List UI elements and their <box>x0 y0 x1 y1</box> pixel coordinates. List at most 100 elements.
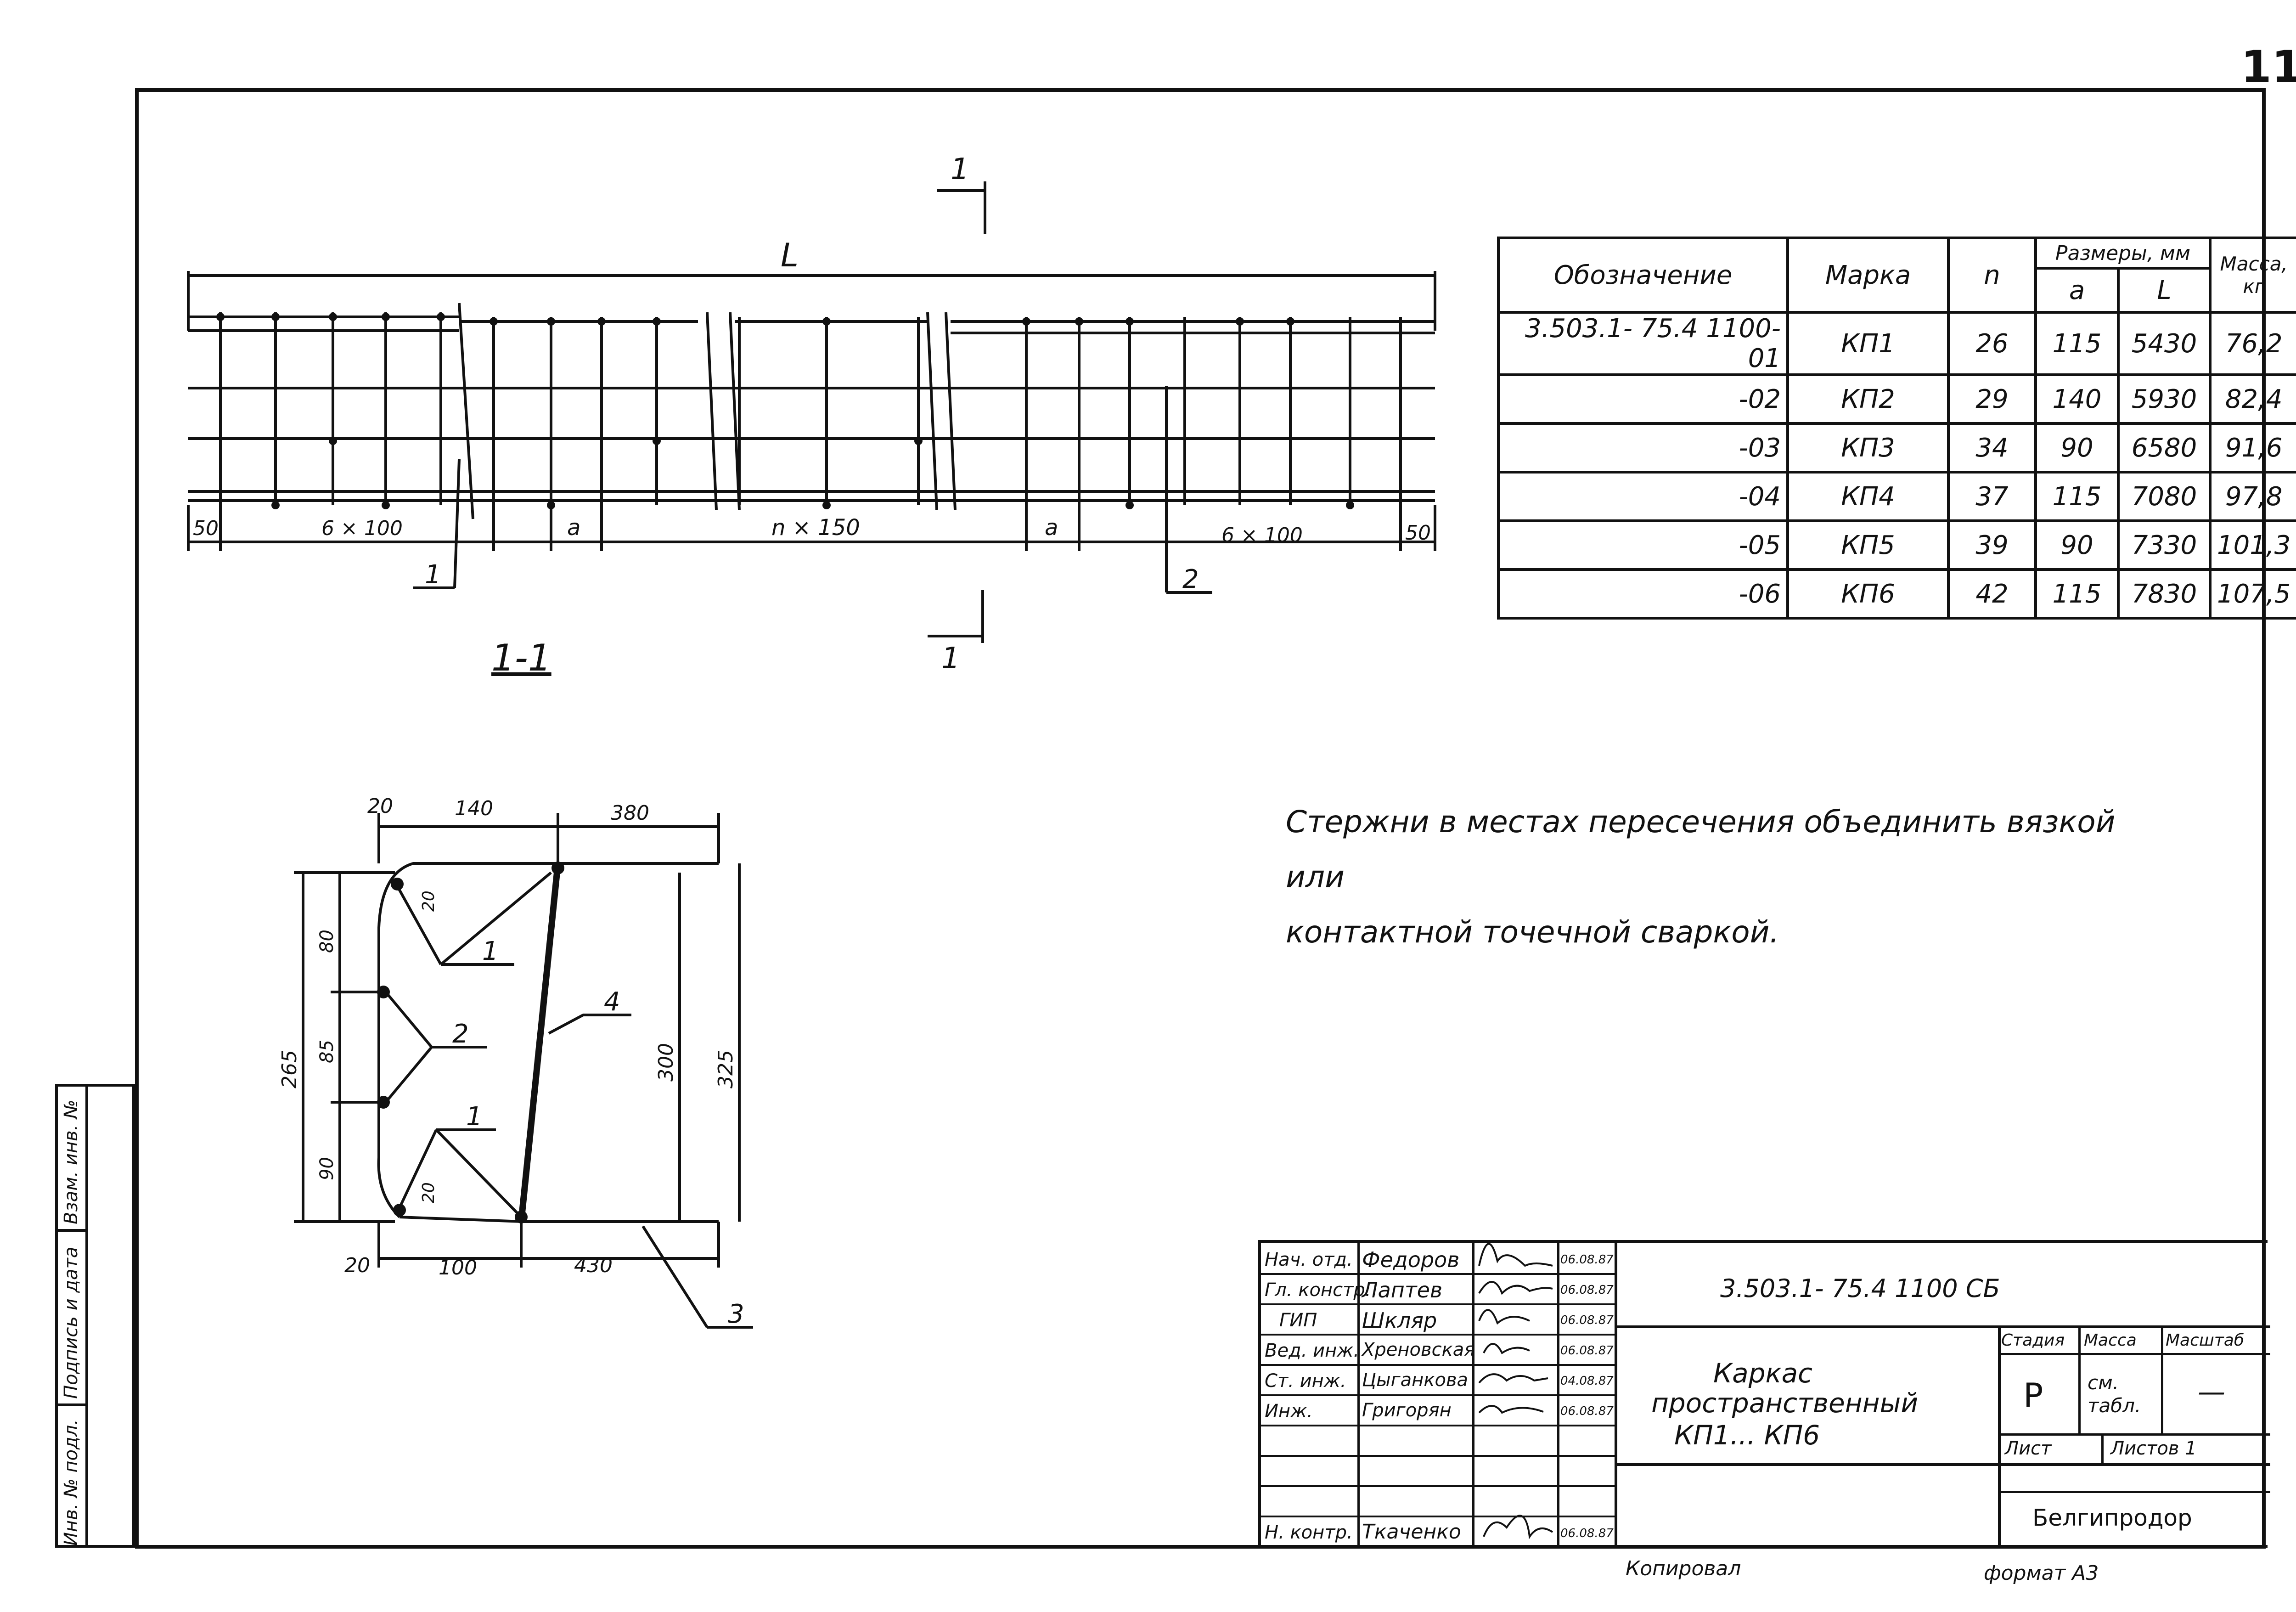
cell-mark: КП6 <box>1786 568 1950 620</box>
plan-weld-dots <box>216 313 1354 509</box>
cell-mass: 97,8 <box>2208 471 2296 522</box>
staff-name: Шкляр <box>1362 1308 1437 1333</box>
cell-mass: 91,6 <box>2208 422 2296 473</box>
section-top-dim-2: 380 <box>611 801 649 825</box>
cell-mark: КП3 <box>1786 422 1950 473</box>
cell-L: 7830 <box>2117 568 2212 620</box>
header-L: L <box>2117 267 2212 314</box>
cell-designation: 3.503.1- 75.4 1100-01 <box>1497 311 1789 376</box>
staff-role: Вед. инж. <box>1265 1340 1360 1361</box>
cell-L: 5930 <box>2117 373 2212 425</box>
cell-designation: -02 <box>1497 373 1789 425</box>
cell-a: 140 <box>2034 373 2120 425</box>
section-left-dim-1: 80 <box>316 930 338 953</box>
cell-a: 115 <box>2034 471 2120 522</box>
section-bottom-dim-2: 430 <box>574 1254 613 1277</box>
staff-date: 06.08.87 <box>1560 1527 1614 1540</box>
stage-label: Стадия <box>2001 1331 2065 1350</box>
table-row: -05 КП5 39 90 7330 101,3 <box>1497 519 2296 571</box>
sheets-label: Листов 1 <box>2110 1438 2197 1459</box>
document-code: 3.503.1- 75.4 1100 СБ <box>1720 1274 2000 1303</box>
section-right-dim-0: 300 <box>654 1043 678 1082</box>
title-line-2: пространственный <box>1651 1387 1919 1419</box>
cell-n: 42 <box>1947 568 2037 620</box>
header-designation: Обозначение <box>1497 237 1789 314</box>
section-weld-dots <box>377 862 564 1223</box>
plan-leader-2: 2 <box>1182 564 1199 594</box>
table-row: -02 КП2 29 140 5930 82,4 <box>1497 373 2296 425</box>
staff-date: 04.08.87 <box>1560 1374 1614 1388</box>
mass-label: Масса <box>2084 1331 2137 1350</box>
cell-L: 7330 <box>2117 519 2212 571</box>
welding-note: Стержни в местах пересечения объединить … <box>1286 795 2158 960</box>
staff-role: Гл. констр. <box>1265 1279 1371 1301</box>
plan-dim-5: 6 × 100 <box>1221 524 1303 547</box>
staff-date: 06.08.87 <box>1560 1283 1614 1297</box>
header-n: n <box>1947 237 2037 314</box>
plan-dim-3: n × 150 <box>771 515 860 541</box>
sheet-number: 11 <box>2241 41 2296 93</box>
section-leader-1a: 1 <box>482 936 499 966</box>
side-label-inv: Инв. № подл. <box>61 1419 82 1546</box>
cell-designation: -06 <box>1497 568 1789 620</box>
title-line-1: Каркас <box>1713 1358 1812 1389</box>
staff-name: Григорян <box>1362 1400 1452 1421</box>
cell-n: 34 <box>1947 422 2037 473</box>
side-label-signature: Подпись и дата <box>61 1246 82 1399</box>
copied-label: Копировал <box>1626 1557 1741 1580</box>
cell-n: 39 <box>1947 519 2037 571</box>
side-strip: Инв. № подл. Подпись и дата Взам. инв. № <box>55 1084 135 1548</box>
section-leader-3: 3 <box>728 1299 744 1329</box>
plan-leader-1: 1 <box>425 560 441 590</box>
note-line-1: Стержни в местах пересечения объединить … <box>1286 804 2116 895</box>
cell-mark: КП1 <box>1786 311 1950 376</box>
staff-name: Лаптев <box>1362 1278 1443 1302</box>
header-mark: Марка <box>1786 237 1950 314</box>
section-view <box>294 813 753 1329</box>
section-mark-top: 1 <box>951 152 969 186</box>
cell-L: 6580 <box>2117 422 2212 473</box>
section-leader-4: 4 <box>604 987 620 1017</box>
cell-designation: -04 <box>1497 471 1789 522</box>
section-leader-2: 2 <box>452 1019 469 1049</box>
sheet-label: Лист <box>2005 1438 2052 1459</box>
staff-name: Федоров <box>1362 1247 1460 1272</box>
header-mass: Масса, кг <box>2208 237 2296 314</box>
section-small-dim-0: 20 <box>419 891 438 912</box>
staff-role: Нач. отд. <box>1265 1249 1353 1270</box>
format-label: формат А3 <box>1984 1561 2099 1585</box>
staff-role: Ст. инж. <box>1265 1370 1346 1392</box>
section-leader-1b: 1 <box>466 1102 483 1132</box>
scale-label: Масштаб <box>2166 1331 2245 1350</box>
section-small-dim-1: 20 <box>419 1182 438 1203</box>
section-top-dim-0: 20 <box>367 795 393 818</box>
section-left-dim-0: 265 <box>278 1050 301 1088</box>
plan-dim-6: 50 <box>1405 521 1431 545</box>
table-row: -03 КП3 34 90 6580 91,6 <box>1497 422 2296 473</box>
cell-mark: КП5 <box>1786 519 1950 571</box>
scale-value: — <box>2198 1376 2225 1408</box>
table-row: 3.503.1- 75.4 1100-01 КП1 26 115 5430 76… <box>1497 311 2296 376</box>
section-mark-bottom: 1 <box>941 642 960 676</box>
table-row: -06 КП6 42 115 7830 107,5 <box>1497 568 2296 620</box>
plan-dim-4: a <box>1045 515 1058 541</box>
plan-dim-1: 6 × 100 <box>321 517 403 540</box>
header-a: a <box>2034 267 2120 314</box>
cell-a: 115 <box>2034 568 2120 620</box>
plan-dim-2: a <box>567 515 580 541</box>
cell-designation: -05 <box>1497 519 1789 571</box>
plan-dim-0: 50 <box>193 517 219 540</box>
section-bottom-dim-1: 100 <box>439 1256 477 1279</box>
staff-name: Хреновская <box>1362 1339 1475 1360</box>
cell-mass: 82,4 <box>2208 373 2296 425</box>
side-label-replace: Взам. инв. № <box>61 1099 82 1224</box>
table-row: -04 КП4 37 115 7080 97,8 <box>1497 471 2296 522</box>
cell-n: 37 <box>1947 471 2037 522</box>
signatures <box>1478 1243 1553 1539</box>
staff-date: 06.08.87 <box>1560 1404 1614 1418</box>
staff-date: 06.08.87 <box>1560 1253 1614 1267</box>
section-top-dim-1: 140 <box>455 797 493 820</box>
mass-value-2: табл. <box>2088 1394 2141 1417</box>
mass-value-1: см. <box>2088 1371 2119 1394</box>
section-left-dim-2: 85 <box>316 1040 338 1063</box>
